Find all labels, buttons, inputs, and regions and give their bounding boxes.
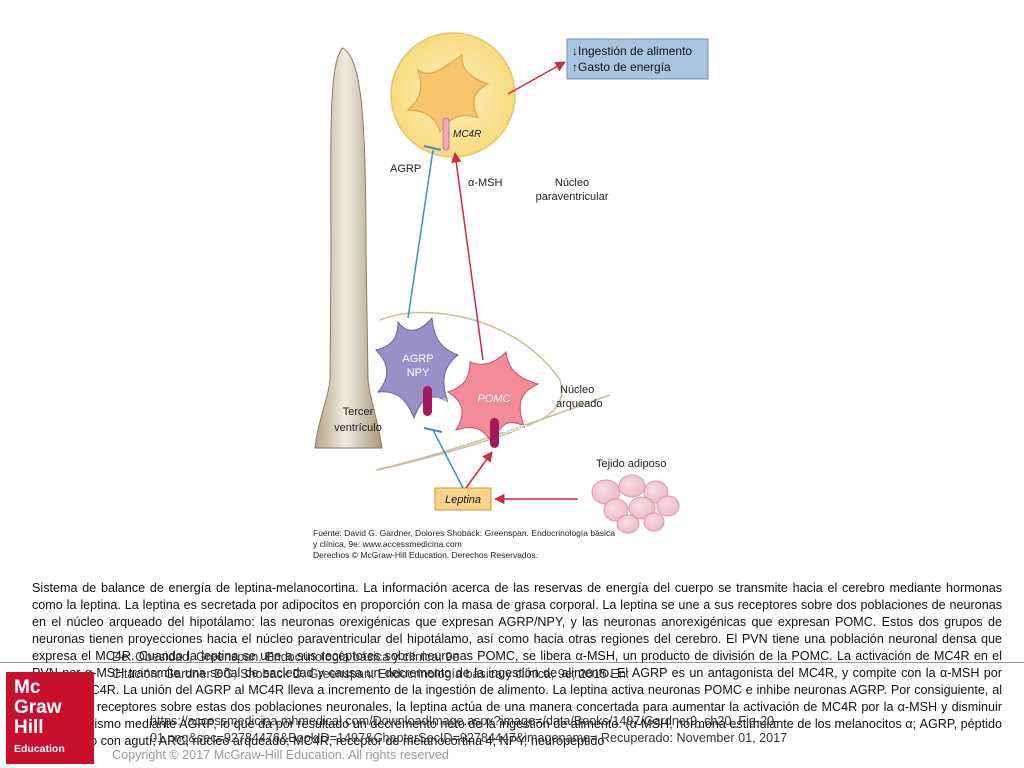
agrp-projection [407,149,434,319]
mc4r-label: MC4R [453,129,481,140]
msh-projection [451,151,484,361]
logo-line-2: Graw [14,697,62,718]
msh-path-label: α-MSH [468,177,503,189]
overlay-url-1: https://accessmedicina.mhmedical.com/Dow… [150,714,779,728]
mc4r-receptor [442,117,450,151]
pvn-label: Núcleo [555,177,589,189]
third-ventricle-label-2: ventrículo [334,422,382,434]
effect-food-intake: ↓Ingestión de alimento [572,44,692,58]
adipose-label: Tejido adiposo [596,458,666,470]
adipose-cells [591,474,680,534]
figure-caption: Sistema de balance de energía de leptina… [32,581,1002,748]
effect-energy-expenditure: ↑Gasto de energía [572,60,671,74]
agrp-inhibition-bar [423,145,442,151]
separator-line [0,662,1024,663]
leptin-to-pomc-arrow [465,451,493,489]
pvn-label-2: paraventricular [536,191,609,203]
leptin-inhibition-bar [423,427,443,433]
pomc-lepr-receptor [490,418,499,448]
pomc-label: POMC [478,393,511,405]
overlay-from: De: Obesidad, Greenspan. Endocrinología … [112,650,460,664]
source-line-2: y clínica, 9e: www.accessmedicina.com [313,539,462,549]
pvn-to-effects-arrow [507,61,566,95]
arcuate-label-2: arqueado [556,398,603,410]
effects-box [566,38,709,80]
source-line-1: Fuente: David G. Gardner, Dolores Shobac… [313,528,615,538]
overlay-copyright: Copyright © 2017 McGraw-Hill Education. … [112,748,449,762]
pomc-neuron [446,350,540,448]
leptin-label: Leptina [445,494,481,506]
source-line-3: Derechos © McGraw-Hill Education. Derech… [313,550,538,560]
third-ventricle-shape [314,47,383,449]
agrp-lepr-label: LepR [436,396,460,407]
arcuate-label: Núcleo [560,384,594,396]
agrp-lepr-receptor [423,386,432,416]
agrp-neuron-label: AGRP [402,353,433,365]
npy-neuron-label: NPY [407,367,430,379]
agrp-path-label: AGRP [390,163,421,175]
mcgraw-hill-logo: Mc Graw Hill Education [6,672,94,764]
pvn-neuron [406,53,490,134]
third-ventricle-label: Tercer [343,406,374,418]
overlay-citation: Citación: Gardner DG, Shoback D. Greensp… [112,667,630,681]
pomc-lepr-label: LepR [503,424,527,435]
diagram: Tercer ventrículo MC4R ↓Ingestión de ali… [313,32,709,560]
arcuate-boundary [377,311,563,471]
logo-line-4: Education [14,743,65,755]
leptin-to-agrp-line [432,429,464,489]
overlay-url-2: 01.png&sec=92784476&BookID=1497&ChapterS… [150,731,788,745]
logo-line-3: Hill [14,717,44,738]
logo-line-1: Mc [14,677,41,698]
